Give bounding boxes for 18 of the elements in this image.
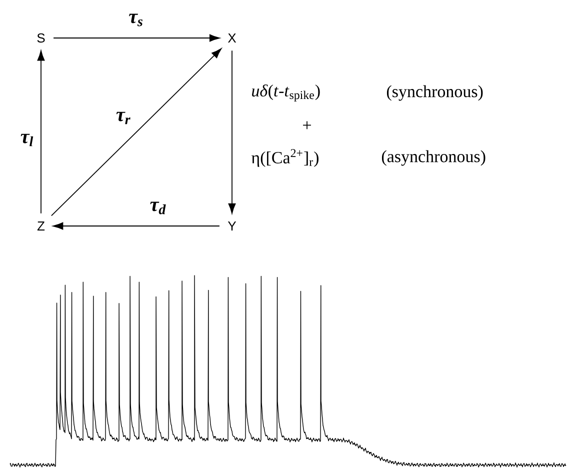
formula-text: uδ(t-t$_{spike}$) [252,84,320,102]
formula-text: η([Ca$^{2+}$]$_{r}$) [251,149,318,167]
node-letter: Y [228,222,236,230]
arrow [53,34,220,42]
arrow [228,50,236,214]
edge-label: τ$_{r}$ [116,112,130,124]
node-letter: X [228,34,236,42]
node-letter: S [37,33,45,43]
arrow [37,50,45,214]
arrow [51,48,222,216]
node-letter: Z [37,222,45,230]
edge-label: τ$_{s}$ [129,14,142,26]
formula-text: (asynchronous) [382,150,486,166]
edge-label: τ$_{d}$ [150,202,166,214]
formula-text: + [303,121,311,130]
edge-label: τ$_{l}$ [20,134,34,146]
formula-text: (synchronous) [386,85,483,101]
arrow [52,222,220,230]
